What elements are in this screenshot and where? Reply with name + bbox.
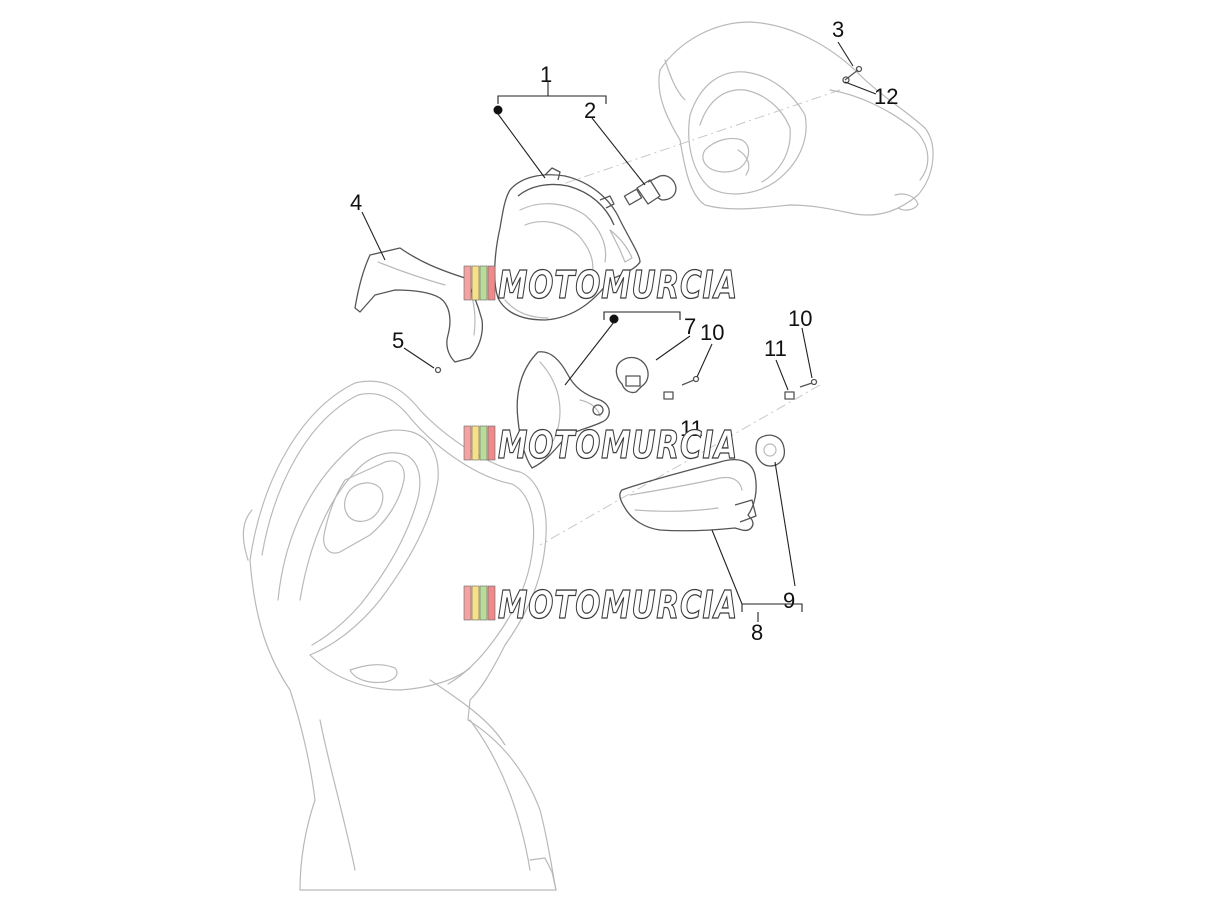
watermark-stripes [463, 425, 496, 461]
callout-5: 5 [392, 328, 404, 353]
leader-lines [361, 41, 877, 622]
callout-10-right: 10 [788, 306, 812, 331]
callout-4: 4 [350, 190, 362, 215]
headlamp-bulb [623, 174, 677, 206]
callout-1: 1 [540, 62, 552, 87]
watermark-stripes [463, 265, 496, 301]
callout-11-right: 11 [764, 336, 787, 361]
watermark-stripes [463, 585, 496, 621]
watermark-2: MOTOMURCIA [463, 422, 738, 468]
callout-12: 12 [874, 84, 898, 109]
handlebar-cover [658, 21, 934, 216]
turn-signal-bulb-socket [615, 356, 649, 394]
watermark-3: MOTOMURCIA [463, 582, 738, 628]
clips-and-screws [663, 65, 863, 400]
callout-10-left: 10 [700, 320, 724, 345]
right-turn-signal [619, 459, 757, 532]
headlamp-assembly [494, 167, 641, 321]
assembly-axis-lines [539, 89, 841, 546]
callout-numbers: 1 2 3 12 4 5 7 10 10 11 11 9 8 [350, 17, 898, 645]
screw-5 [434, 366, 442, 374]
watermark-text: MOTOMURCIA [498, 583, 738, 627]
watermark-text: MOTOMURCIA [498, 423, 738, 467]
watermark-1: MOTOMURCIA [463, 262, 738, 308]
watermark-text: MOTOMURCIA [498, 263, 738, 307]
callout-8: 8 [751, 620, 763, 645]
front-shield [242, 380, 557, 891]
headlamp-trim-cover [354, 247, 484, 363]
right-bulb-socket [755, 434, 786, 467]
callout-7: 7 [684, 314, 696, 339]
callout-11-left: 11 [680, 416, 703, 441]
callout-2: 2 [584, 98, 596, 123]
callout-3: 3 [832, 17, 844, 42]
callout-9: 9 [783, 588, 795, 613]
